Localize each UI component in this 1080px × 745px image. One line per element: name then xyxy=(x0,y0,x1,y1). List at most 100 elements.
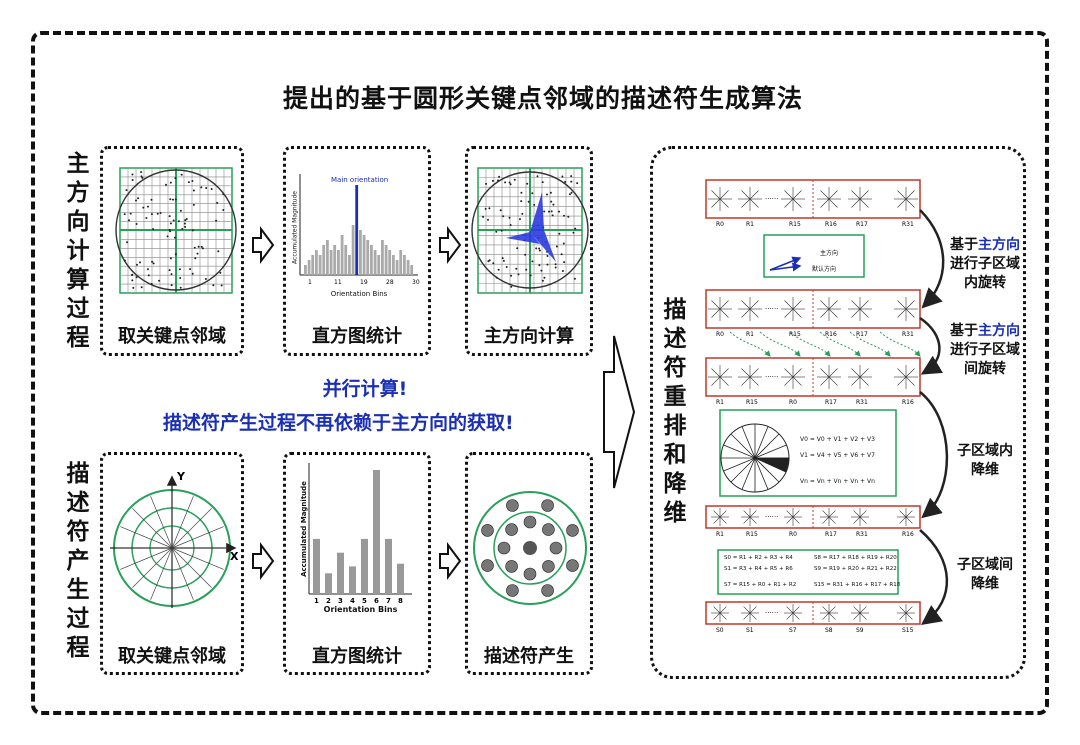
top-hist-bar xyxy=(388,250,392,275)
top-hist-bar xyxy=(344,245,348,275)
main-orientation-shape xyxy=(506,192,556,262)
sum-line-2b: S9 = R19 + R20 + R21 + R22 xyxy=(814,566,897,572)
direction-main-label: 主方向 xyxy=(820,250,839,257)
row-label: R17 xyxy=(825,531,837,538)
top-hist-bar xyxy=(304,265,307,275)
svg-text:······: ······ xyxy=(765,305,778,313)
bottom-hist-bar xyxy=(325,573,332,594)
row-label: R31 xyxy=(856,531,868,538)
main-orientation-label: Main orientation xyxy=(331,176,389,184)
top-hist-bar xyxy=(348,255,351,275)
row-label: S15 xyxy=(902,627,914,634)
top-hist-tick: 11 xyxy=(334,279,342,286)
direction-box xyxy=(763,234,865,278)
svg-text:X: X xyxy=(230,550,239,563)
row-label: R31 xyxy=(856,399,868,406)
bottom-descriptor-circle xyxy=(473,491,587,605)
row-label: R31 xyxy=(902,331,914,338)
caption-top-1: 取关键点邻域 xyxy=(118,326,226,347)
top-orientation-grid xyxy=(471,167,589,294)
formula-line-2: V1 = V4 + V5 + V6 + V7 xyxy=(800,452,875,459)
top-hist-bar xyxy=(315,250,318,275)
row-label: R17 xyxy=(856,331,868,338)
bottom-hist-tick: 4 xyxy=(350,597,355,605)
row-label: R16 xyxy=(902,399,914,406)
row-label: R1 xyxy=(716,399,724,406)
step-label-intra-rotate: 基于主方向 进行子区域 内旋转 xyxy=(950,237,1020,291)
sum-line-1a: S0 = R1 + R2 + R3 + R4 xyxy=(724,555,793,561)
top-hist-bar xyxy=(362,235,366,275)
top-hist-bar xyxy=(329,250,333,275)
row-label: R1 xyxy=(716,531,724,538)
bottom-hist-bar xyxy=(349,566,356,594)
arrow-3 xyxy=(252,542,275,580)
svg-text:······: ······ xyxy=(765,513,778,521)
top-row-label: 主方向计算过程 xyxy=(66,151,90,351)
descriptor-row xyxy=(705,601,921,625)
sum-line-2a: S1 = R3 + R4 + R5 + R6 xyxy=(724,566,793,572)
top-hist-bar xyxy=(355,185,359,275)
row-label: R17 xyxy=(825,399,837,406)
top-hist-bar xyxy=(373,250,377,275)
top-hist-bar xyxy=(322,245,326,275)
top-neighborhood-grid xyxy=(115,167,237,294)
sum-line-3a: S7 = R15 + R0 + R1 + R2 xyxy=(724,582,797,588)
top-hist-tick: 30 xyxy=(412,279,420,286)
top-hist-bar xyxy=(403,255,406,275)
step-label-inter-reduce: 子区域间 降维 xyxy=(957,557,1013,592)
row-label: R15 xyxy=(746,399,758,406)
top-hist-bar xyxy=(326,240,329,275)
top-hist-bar xyxy=(307,260,311,275)
row-label: S9 xyxy=(856,627,864,634)
page-title: 提出的基于圆形关键点邻域的描述符生成算法 xyxy=(283,84,804,113)
caption-bottom-1: 取关键点邻域 xyxy=(118,646,226,667)
row-label: S8 xyxy=(825,627,833,634)
top-hist-tick: 19 xyxy=(360,279,368,286)
top-hist-bar xyxy=(337,250,340,275)
top-hist-bar xyxy=(333,245,337,275)
row-label: R17 xyxy=(856,221,868,228)
bottom-hist-bar xyxy=(373,470,380,594)
top-hist-bar xyxy=(366,240,370,275)
row-label: R1 xyxy=(746,331,754,338)
top-hist-tick: 1 xyxy=(308,279,312,286)
curved-arrows xyxy=(919,209,949,625)
formula-line-1: V0 = V0 + V1 + V2 + V3 xyxy=(800,436,875,443)
arrow-2 xyxy=(439,226,462,264)
bottom-row-label: 描述符产生过程 xyxy=(66,461,90,661)
row-label: R16 xyxy=(825,221,837,228)
top-hist-bar xyxy=(406,260,410,275)
bottom-hist-tick: 8 xyxy=(398,597,403,605)
vector-box xyxy=(719,409,897,497)
caption-bottom-2: 直方图统计 xyxy=(312,646,402,667)
flow-arrows xyxy=(252,226,636,580)
row-label: S7 xyxy=(789,627,797,634)
bottom-hist-tick: 1 xyxy=(314,597,319,605)
arrow-big xyxy=(603,335,636,489)
independence-note: 描述符产生过程不再依赖于主方向的获取! xyxy=(163,412,514,434)
bottom-hist-tick: 3 xyxy=(338,597,343,605)
sum-box xyxy=(717,549,899,595)
svg-text:······: ······ xyxy=(765,373,778,381)
row-label: R0 xyxy=(789,399,797,406)
parallel-note: 并行计算! xyxy=(322,378,408,400)
row-label: R15 xyxy=(789,221,801,228)
top-hist-bar xyxy=(377,255,381,275)
formula-line-3: Vn = Vn + Vn + Vn + Vn xyxy=(800,478,875,485)
bottom-hist-ylabel: Accumulated Magnitude xyxy=(300,481,308,577)
top-hist-tick: 28 xyxy=(386,279,394,286)
row-label: S1 xyxy=(746,627,754,634)
caption-top-3: 主方向计算 xyxy=(484,326,574,347)
top-hist-bar xyxy=(395,260,399,275)
top-hist-bar xyxy=(359,230,362,275)
sum-line-1b: S8 = R17 + R18 + R19 + R20 xyxy=(814,555,897,561)
arrow-1 xyxy=(252,226,275,264)
top-hist-bar xyxy=(384,245,388,275)
svg-text:······: ······ xyxy=(765,609,778,617)
row-label: R16 xyxy=(902,531,914,538)
bottom-hist-bar xyxy=(337,552,344,594)
top-hist-bar xyxy=(381,240,384,275)
